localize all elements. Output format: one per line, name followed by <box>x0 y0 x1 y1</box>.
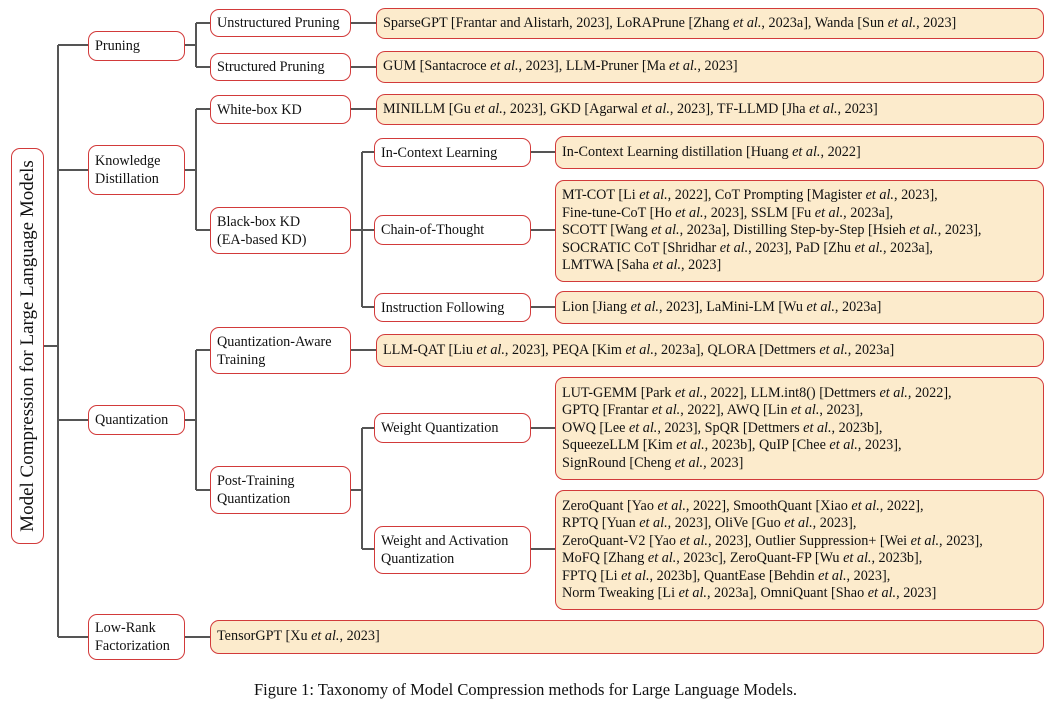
leaf-line: ZeroQuant [Yao et al., 2022], SmoothQuan… <box>562 497 924 514</box>
leaf-line: Norm Tweaking [Li et al., 2023a], OmniQu… <box>562 585 937 601</box>
subcategory-unstructured-pruning: Unstructured Pruning <box>210 9 351 37</box>
subcategory-instr-label: Instruction Following <box>381 299 505 316</box>
leaf-in-context-learning-methods: In-Context Learning distillation [Huang … <box>555 136 1044 169</box>
category-kd-label-line1: Knowledge <box>95 153 161 169</box>
category-low-rank-factorization: Low-Rank Factorization <box>88 614 185 660</box>
leaf-line: SignRound [Cheng et al., 2023] <box>562 454 744 471</box>
leaf-line: LUT-GEMM [Park et al., 2022], LLM.int8()… <box>562 384 952 401</box>
subcategory-weight-activation-quantization: Weight and Activation Quantization <box>374 526 531 574</box>
leaf-line: In-Context Learning distillation [Huang … <box>562 143 861 160</box>
subcategory-white-box-kd: White-box KD <box>210 95 351 124</box>
subcategory-post-training-quantization: Post-Training Quantization <box>210 466 351 514</box>
leaf-line: GPTQ [Frantar et al., 2022], AWQ [Lin et… <box>562 402 864 419</box>
leaf-line: LLM-QAT [Liu et al., 2023], PEQA [Kim et… <box>383 341 895 358</box>
category-lowrank-label-line1: Low-Rank <box>95 620 156 636</box>
category-knowledge-distillation: Knowledge Distillation <box>88 145 185 195</box>
subcategory-waq-label-line2: Quantization <box>381 551 455 567</box>
leaf-line: SOCRATIC CoT [Shridhar et al., 2023], Pa… <box>562 239 933 256</box>
leaf-line: MINILLM [Gu et al., 2023], GKD [Agarwal … <box>383 100 878 117</box>
subcategory-instruction-following: Instruction Following <box>374 293 531 322</box>
category-quantization: Quantization <box>88 405 185 435</box>
subcategory-waq-label-line1: Weight and Activation <box>381 533 509 549</box>
leaf-structured-pruning-methods: GUM [Santacroce et al., 2023], LLM-Prune… <box>376 51 1044 83</box>
leaf-instruction-following-methods: Lion [Jiang et al., 2023], LaMini-LM [Wu… <box>555 291 1044 324</box>
subcategory-weight-quantization: Weight Quantization <box>374 413 531 443</box>
subcategory-qat-label-line2: Training <box>217 351 266 368</box>
leaf-line: TensorGPT [Xu et al., 2023] <box>217 628 380 645</box>
subcategory-blackbox-label-line1: Black-box KD <box>217 213 301 230</box>
leaf-line: Lion [Jiang et al., 2023], LaMini-LM [Wu… <box>562 298 882 315</box>
leaf-weight-quantization-methods: LUT-GEMM [Park et al., 2022], LLM.int8()… <box>555 377 1044 480</box>
subcategory-structured-label: Structured Pruning <box>217 59 325 75</box>
leaf-line: SCOTT [Wang et al., 2023a], Distilling S… <box>562 222 982 239</box>
subcategory-icl-label: In-Context Learning <box>381 144 498 161</box>
leaf-line: ZeroQuant-V2 [Yao et al., 2023], Outlier… <box>562 532 983 549</box>
category-quantization-label: Quantization <box>95 412 169 428</box>
subcategory-chain-of-thought: Chain-of-Thought <box>374 215 531 245</box>
leaf-low-rank-factorization-methods: TensorGPT [Xu et al., 2023] <box>210 620 1044 654</box>
subcategory-in-context-learning: In-Context Learning <box>374 138 531 167</box>
subcategory-qat-label-line1: Quantization-Aware <box>217 333 332 350</box>
leaf-weight-activation-quantization-methods: ZeroQuant [Yao et al., 2022], SmoothQuan… <box>555 490 1044 610</box>
category-kd-label-line2: Distillation <box>95 171 159 187</box>
subcategory-unstructured-label: Unstructured Pruning <box>217 15 340 31</box>
subcategory-blackbox-label-line2: (EA-based KD) <box>217 231 307 248</box>
leaf-chain-of-thought-methods: MT-COT [Li et al., 2022], CoT Prompting … <box>555 180 1044 282</box>
leaf-line: MT-COT [Li et al., 2022], CoT Prompting … <box>562 187 938 204</box>
figure-caption: Figure 1: Taxonomy of Model Compression … <box>253 680 798 699</box>
leaf-unstructured-pruning-methods: SparseGPT [Frantar and Alistarh, 2023], … <box>376 8 1044 39</box>
category-lowrank-label-line2: Factorization <box>95 638 170 654</box>
subcategory-structured-pruning: Structured Pruning <box>210 53 351 81</box>
root-node: Model Compression for Large Language Mod… <box>11 148 44 544</box>
root-label: Model Compression for Large Language Mod… <box>16 160 38 532</box>
leaf-line: FPTQ [Li et al., 2023b], QuantEase [Behd… <box>562 567 891 584</box>
leaf-line: Fine-tune-CoT [Ho et al., 2023], SSLM [F… <box>562 204 894 221</box>
leaf-line: SparseGPT [Frantar and Alistarh, 2023], … <box>383 14 957 31</box>
subcategory-cot-label: Chain-of-Thought <box>381 222 485 238</box>
subcategory-ptq-label-line2: Quantization <box>217 491 291 507</box>
leaf-line: OWQ [Lee et al., 2023], SpQR [Dettmers e… <box>562 419 883 436</box>
subcategory-quantization-aware-training: Quantization-Aware Training <box>210 327 351 374</box>
category-pruning-label: Pruning <box>95 38 140 54</box>
subcategory-whitebox-label: White-box KD <box>217 101 302 118</box>
leaf-line: RPTQ [Yuan et al., 2023], OliVe [Guo et … <box>562 515 857 531</box>
category-pruning: Pruning <box>88 31 185 61</box>
leaf-line: GUM [Santacroce et al., 2023], LLM-Prune… <box>383 58 738 75</box>
leaf-line: MoFQ [Zhang et al., 2023c], ZeroQuant-FP… <box>562 550 923 566</box>
subcategory-wq-label: Weight Quantization <box>381 420 499 436</box>
leaf-quantization-aware-training-methods: LLM-QAT [Liu et al., 2023], PEQA [Kim et… <box>376 334 1044 367</box>
leaf-line: SqueezeLLM [Kim et al., 2023b], QuIP [Ch… <box>562 437 902 454</box>
leaf-line: LMTWA [Saha et al., 2023] <box>562 257 722 274</box>
subcategory-black-box-kd: Black-box KD (EA-based KD) <box>210 207 351 254</box>
leaf-white-box-kd-methods: MINILLM [Gu et al., 2023], GKD [Agarwal … <box>376 94 1044 125</box>
subcategory-ptq-label-line1: Post-Training <box>217 473 295 489</box>
